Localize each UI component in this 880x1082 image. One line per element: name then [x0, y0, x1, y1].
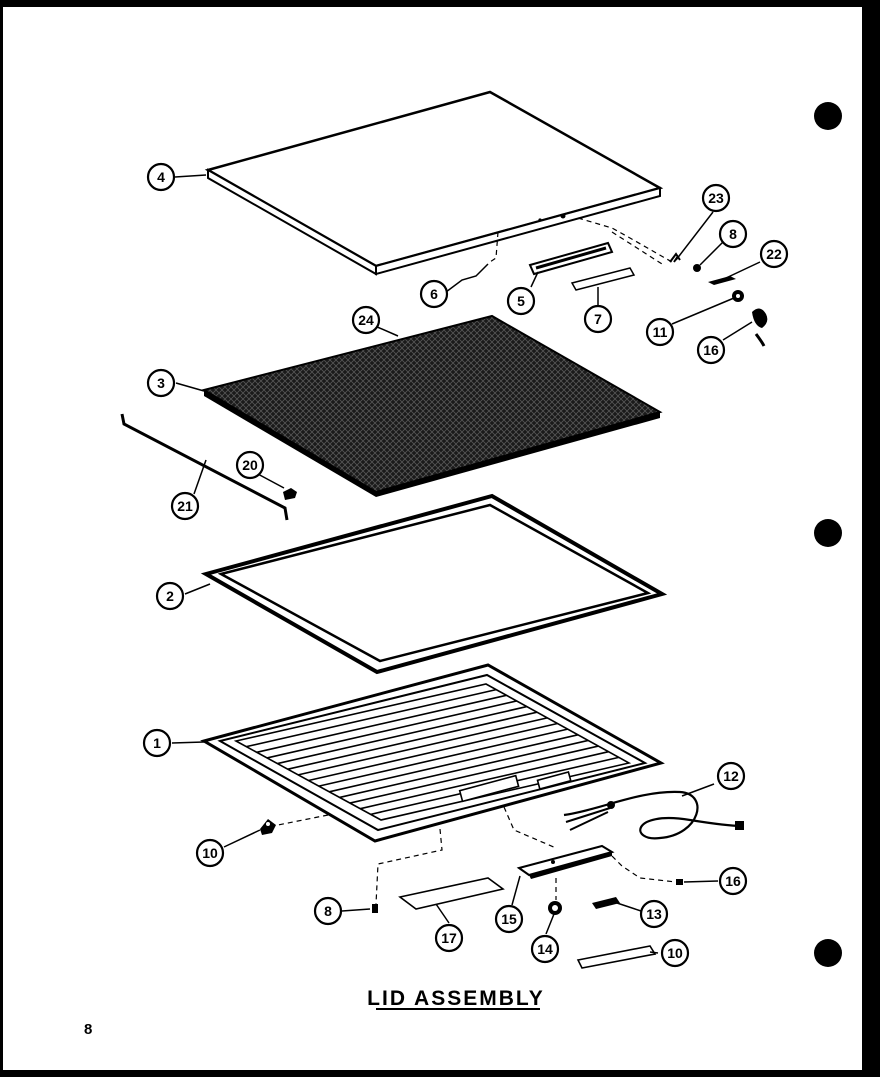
assembly-lines [277, 217, 677, 905]
leader-lines [171, 174, 761, 954]
callout-7-number: 7 [594, 311, 602, 327]
callout-10-bottom: 10 [195, 838, 225, 868]
liner-rib [256, 694, 507, 754]
lid-hardware-parts [669, 252, 768, 347]
callout-20: 20 [235, 450, 265, 480]
liner-rib [360, 750, 609, 810]
callout-14: 14 [530, 934, 560, 964]
callout-16-top: 16 [696, 335, 726, 365]
callout-4-number: 4 [157, 169, 165, 185]
callout-6: 6 [419, 279, 449, 309]
callout-17-number: 17 [441, 930, 457, 946]
callout-3: 3 [146, 368, 176, 398]
liner-rib [349, 745, 599, 804]
screw-part-8 [372, 879, 683, 913]
callout-15: 15 [494, 904, 524, 934]
liner-rib [329, 734, 579, 793]
callout-21: 21 [170, 491, 200, 521]
liner-rib [339, 739, 589, 799]
callout-1: 1 [142, 728, 172, 758]
callout-10b-number: 10 [202, 845, 218, 861]
lid-strip-part-7 [570, 267, 636, 291]
diagram-title: LID ASSEMBLY [367, 987, 545, 1010]
callout-3-number: 3 [157, 375, 165, 391]
callout-22: 22 [759, 239, 789, 269]
callout-21-number: 21 [177, 498, 193, 514]
label-part-17 [398, 877, 505, 910]
callout-15-number: 15 [501, 911, 517, 927]
callout-24-number: 24 [358, 312, 374, 328]
callout-13-number: 13 [646, 906, 662, 922]
liner-rib [266, 700, 517, 759]
liner-rib [318, 728, 568, 787]
callout-10a-number: 10 [667, 945, 683, 961]
label-part-16 [576, 945, 657, 969]
lid-outer-panel [204, 90, 664, 276]
lid-gasket [200, 493, 668, 675]
callout-24: 24 [351, 305, 381, 335]
callout-12: 12 [716, 761, 746, 791]
clip-part-10 [260, 819, 276, 835]
liner-rib [308, 722, 558, 782]
callout-23: 23 [701, 183, 731, 213]
liner-rib [287, 711, 538, 770]
liner-rib [297, 717, 548, 776]
callout-2-number: 2 [166, 588, 174, 604]
callout-17: 17 [434, 923, 464, 953]
callout-8-top: 8 [718, 219, 748, 249]
callout-11: 11 [645, 317, 675, 347]
callout-8a-number: 8 [729, 226, 737, 242]
callout-16-bottom: 16 [718, 866, 748, 896]
callout-7: 7 [583, 304, 613, 334]
binder-hole [814, 102, 842, 130]
callout-11-number: 11 [653, 324, 668, 340]
callout-8-bottom: 8 [313, 896, 343, 926]
callout-20-number: 20 [242, 457, 258, 473]
callout-5: 5 [506, 286, 536, 316]
callout-1-number: 1 [153, 735, 161, 751]
liner-rib [246, 688, 497, 748]
callout-23-number: 23 [708, 190, 724, 206]
lamp-socket-parts [548, 897, 620, 915]
lid-handle-part-5 [528, 241, 614, 276]
callout-10-lower-right: 10 [660, 938, 690, 968]
callout-16b-number: 16 [725, 873, 741, 889]
callout-16a-number: 16 [703, 342, 719, 358]
lid-insulation-mesh [201, 314, 663, 497]
callout-8b-number: 8 [324, 903, 332, 919]
callout-13: 13 [639, 899, 669, 929]
callout-4: 4 [146, 162, 176, 192]
binder-hole [814, 519, 842, 547]
callout-12-number: 12 [723, 768, 739, 784]
callout-22-number: 22 [766, 246, 782, 262]
callout-14-number: 14 [537, 941, 553, 957]
light-cover-part-15 [516, 844, 615, 879]
callout-5-number: 5 [517, 293, 525, 309]
page-number: 8 [84, 1021, 92, 1038]
wiring-harness-part-12 [563, 790, 744, 840]
callout-2: 2 [155, 581, 185, 611]
liner-rib [277, 705, 528, 765]
binder-hole [814, 939, 842, 967]
lid-inner-liner [200, 663, 665, 843]
callout-6-number: 6 [430, 286, 438, 302]
